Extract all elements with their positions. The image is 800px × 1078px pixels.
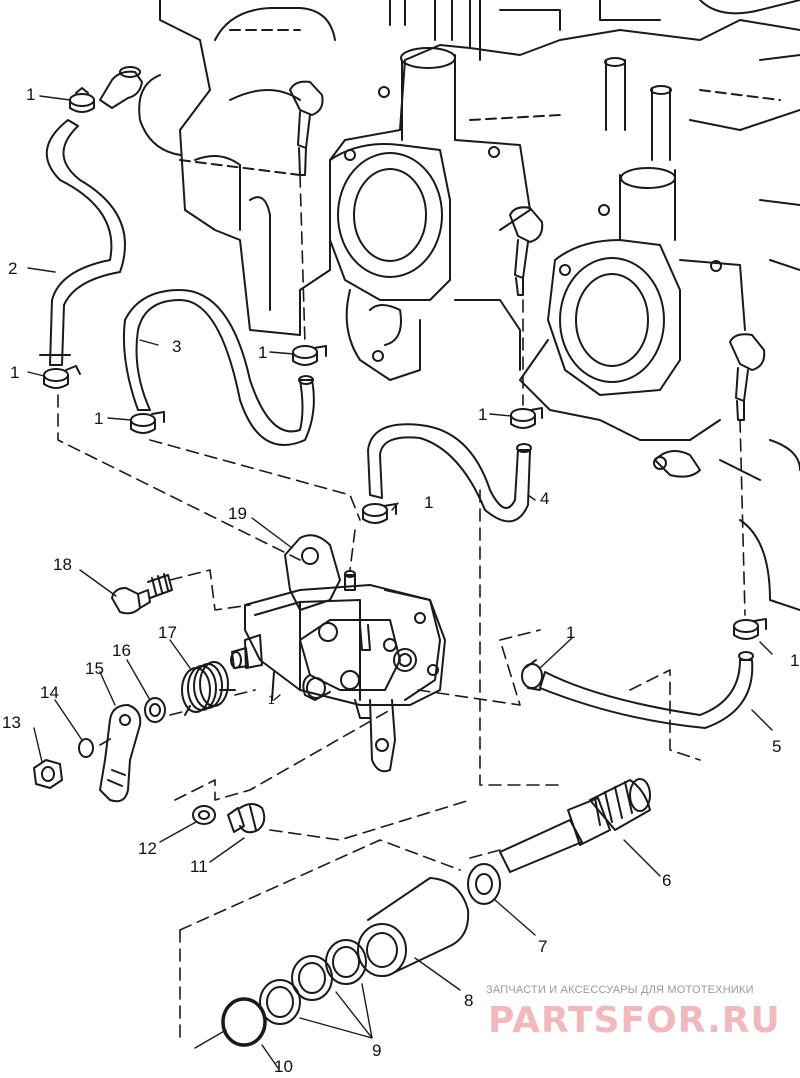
hose-5 — [539, 659, 754, 729]
callout-1: 1 — [10, 363, 20, 382]
callout-17: 17 — [158, 623, 177, 642]
lever-15 — [99, 704, 142, 803]
callout-1: 1 — [790, 651, 800, 670]
engine-crankcase — [138, 0, 800, 611]
hose-clamp — [510, 407, 543, 429]
lock-washer-14 — [78, 738, 94, 758]
banjo-fitting-middle — [509, 206, 544, 296]
nut-13 — [33, 759, 63, 789]
callout-7: 7 — [538, 937, 548, 956]
callout-9: 9 — [372, 1041, 382, 1060]
callout-8: 8 — [464, 991, 474, 1010]
callout-16: 16 — [112, 641, 131, 660]
callout-5: 5 — [772, 737, 782, 756]
hose-clamp — [69, 87, 95, 113]
callout-12: 12 — [138, 839, 157, 858]
hose-2 — [39, 119, 126, 366]
callout-3: 3 — [172, 337, 182, 356]
hose-clamp — [292, 345, 327, 366]
o-ring-10 — [221, 997, 267, 1047]
banjo-fitting-left — [289, 80, 324, 176]
watermark-tagline: ЗАПЧАСТИ И АКСЕССУАРЫ ДЛЯ МОТОТЕХНИКИ — [486, 984, 754, 996]
washer-7 — [467, 863, 501, 905]
callout-4: 4 — [540, 489, 550, 508]
hose-3 — [122, 289, 315, 446]
callout-10: 10 — [274, 1057, 293, 1076]
callout-1: 1 — [26, 85, 36, 104]
washer-16 — [144, 697, 166, 723]
hose-4 — [367, 423, 531, 523]
callout-18: 18 — [53, 555, 72, 574]
banjo-fitting-right — [729, 333, 766, 421]
washer-12 — [192, 805, 216, 825]
leader-lines — [27, 95, 773, 1069]
callout-1: 1 — [424, 493, 434, 512]
callout-6: 6 — [662, 871, 672, 890]
callout-2: 2 — [8, 259, 18, 278]
callout-19: 19 — [228, 504, 247, 523]
return-spring-17 — [181, 661, 236, 716]
callout-1: 1 — [268, 693, 275, 707]
hose-end — [298, 375, 754, 661]
hose-clamp — [130, 411, 165, 434]
callout-1: 1 — [258, 343, 268, 362]
oil-pump-assembly — [230, 534, 446, 773]
shim-9 — [259, 939, 367, 1025]
callout-14: 14 — [40, 683, 59, 702]
callout-13: 13 — [2, 713, 21, 732]
hose-clamp — [521, 659, 543, 691]
hose-clamp — [43, 365, 81, 389]
callout-1: 1 — [478, 405, 488, 424]
callout-11: 11 — [190, 857, 208, 876]
bushing-8 — [357, 877, 470, 977]
hose-clamp — [362, 503, 397, 524]
callout-1: 1 — [566, 623, 576, 642]
watermark-logo: PARTSFOR.RU — [488, 1000, 781, 1041]
pump-drive-gear-6 — [499, 778, 651, 873]
hose-clamp — [733, 618, 767, 640]
bolt-18 — [111, 573, 173, 615]
elbow-fitting-top-left — [99, 66, 143, 109]
callout-1: 1 — [94, 409, 104, 428]
assembly-guide-lines — [57, 174, 746, 1041]
screw-11 — [227, 803, 266, 834]
callout-15: 15 — [85, 659, 104, 678]
